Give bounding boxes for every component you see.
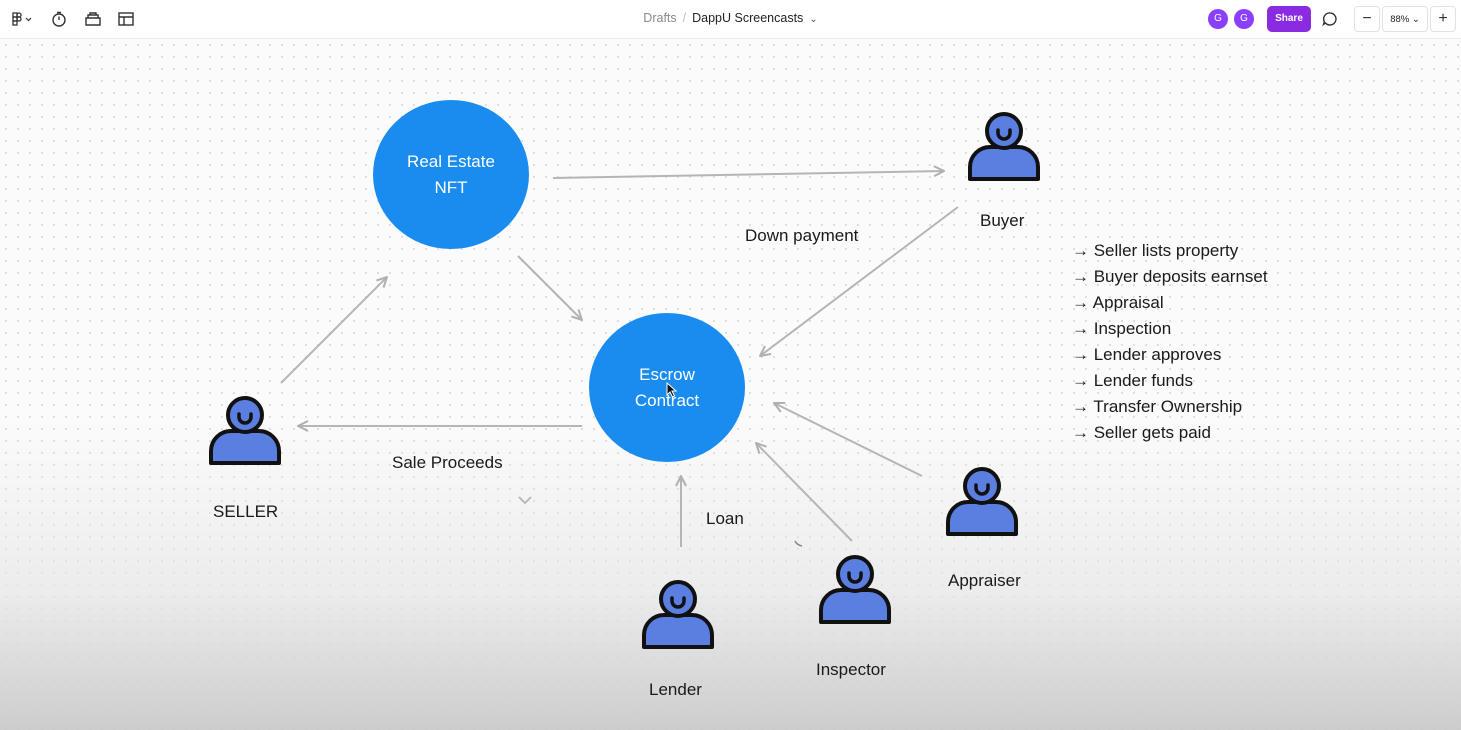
timer-icon[interactable] [49, 9, 69, 29]
zoom-level-dropdown[interactable]: 88% ⌄ [1382, 6, 1428, 32]
buyer-person-icon[interactable] [964, 105, 1044, 185]
loan-label[interactable]: Loan [706, 509, 744, 528]
process-steps-list[interactable]: → Seller lists property → Buyer deposits… [1072, 238, 1268, 446]
list-item: → Buyer deposits earnset [1072, 267, 1268, 286]
nft-label-line2: NFT [434, 177, 468, 197]
down-payment-label[interactable]: Down payment [745, 226, 859, 245]
appraiser-person-icon[interactable] [942, 460, 1022, 540]
lender-person-icon[interactable] [638, 573, 718, 653]
avatar[interactable]: G [1208, 9, 1228, 29]
mouse-cursor-icon [666, 382, 678, 398]
chevron-down-icon[interactable]: ⌄ [809, 14, 818, 25]
list-item: → Seller gets paid [1072, 423, 1211, 442]
zoom-out-button[interactable]: − [1354, 6, 1380, 32]
arrow-appraiser-to-escrow[interactable] [774, 403, 923, 477]
arrow-buyer-to-escrow[interactable] [760, 206, 959, 356]
stray-chevron-mark [518, 496, 532, 505]
breadcrumb-separator: / [682, 11, 687, 25]
inspector-person-icon[interactable] [815, 548, 895, 628]
file-name[interactable]: DappU Screencasts [692, 11, 804, 25]
breadcrumb-drafts[interactable]: Drafts [643, 11, 677, 25]
sale-proceeds-label[interactable]: Sale Proceeds [392, 453, 503, 472]
list-item: → Appraisal [1072, 293, 1164, 312]
library-icon[interactable] [83, 9, 103, 29]
list-item: → Transfer Ownership [1072, 397, 1243, 416]
seller-label[interactable]: SELLER [213, 502, 279, 521]
real-estate-nft-node[interactable]: Real Estate NFT [373, 100, 529, 249]
top-toolbar: Drafts / DappU Screencasts ⌄ G G Share − 88… [0, 0, 1461, 39]
list-item: → Lender approves [1072, 345, 1222, 364]
list-item: → Seller lists property [1072, 241, 1239, 260]
avatar[interactable]: G [1234, 9, 1254, 29]
breadcrumb: Drafts / DappU Screencasts ⌄ [0, 11, 1461, 25]
stray-tick-mark [794, 540, 803, 547]
comment-icon[interactable] [1320, 9, 1340, 29]
escrow-label-line2: Contract [634, 390, 700, 410]
seller-person-icon[interactable] [205, 389, 285, 469]
arrow-nft-to-escrow[interactable] [517, 255, 582, 320]
zoom-controls: − 88% ⌄ + [1354, 6, 1456, 32]
nft-label-line1: Real Estate [407, 151, 495, 171]
list-item: → Inspection [1072, 319, 1172, 338]
escrow-label-line1: Escrow [639, 364, 695, 384]
buyer-label[interactable]: Buyer [980, 211, 1025, 230]
appraiser-label[interactable]: Appraiser [948, 571, 1021, 590]
inspector-label[interactable]: Inspector [816, 660, 886, 679]
arrow-inspector-to-escrow[interactable] [756, 443, 853, 542]
chevron-down-icon: ⌄ [1411, 14, 1420, 25]
zoom-level: 88% [1390, 14, 1410, 25]
list-item: → Lender funds [1072, 371, 1193, 390]
zoom-in-button[interactable]: + [1430, 6, 1456, 32]
lender-label[interactable]: Lender [649, 680, 702, 699]
arrow-seller-to-nft[interactable] [280, 277, 387, 384]
layout-icon[interactable] [116, 9, 136, 29]
figma-menu-icon[interactable] [8, 9, 34, 29]
arrow-nft-to-buyer[interactable] [552, 171, 944, 179]
share-button[interactable]: Share [1267, 6, 1311, 32]
